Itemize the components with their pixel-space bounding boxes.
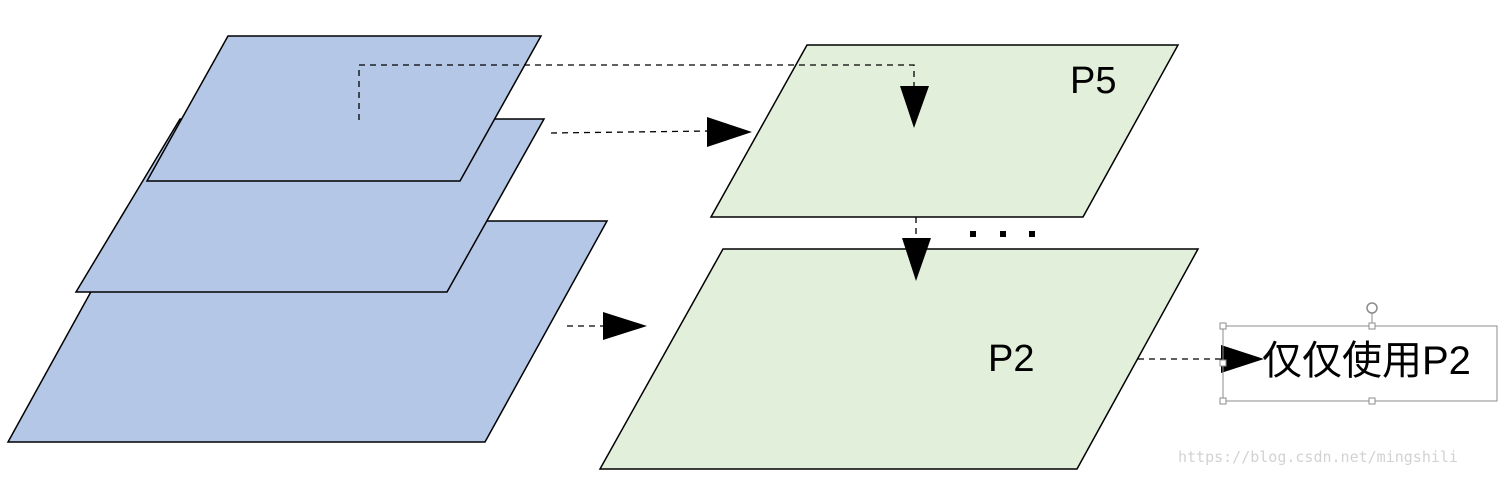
ellipsis-dot-3	[1029, 231, 1035, 237]
label-p5: P5	[1070, 60, 1116, 102]
callout-selection[interactable]	[1219, 302, 1498, 405]
pyramid-layer-p2	[598, 248, 1200, 470]
pyramid-layer-p5	[709, 44, 1180, 218]
arrowhead-right-p2	[603, 312, 647, 340]
arrowhead-right-p5	[707, 117, 752, 147]
callout-label[interactable]: 仅仅使用P2	[1262, 339, 1471, 383]
watermark-url: https://blog.csdn.net/mingshili	[1178, 448, 1458, 466]
ellipsis-dot-1	[970, 231, 976, 237]
selection-handle-top-middle[interactable]	[1368, 322, 1376, 330]
backbone-layer-top	[145, 35, 543, 182]
arrowhead-down-p2	[902, 238, 931, 281]
ellipsis-dot-2	[1000, 231, 1006, 237]
ellipsis-dots: ...	[970, 231, 1035, 237]
arrowhead-right-callout	[1221, 345, 1264, 373]
selection-handle-bottom-left[interactable]	[1219, 397, 1227, 405]
connector-middle-to-p5	[550, 130, 711, 134]
label-p2: P2	[988, 338, 1034, 380]
selection-handle-middle-left[interactable]	[1219, 359, 1227, 367]
selection-handle-top-left[interactable]	[1219, 322, 1227, 330]
selection-handle-bottom-middle[interactable]	[1368, 397, 1376, 405]
rotate-handle-icon[interactable]	[1366, 302, 1378, 314]
arrowhead-down-p5	[900, 86, 929, 128]
connector-top-to-p5	[358, 64, 915, 120]
